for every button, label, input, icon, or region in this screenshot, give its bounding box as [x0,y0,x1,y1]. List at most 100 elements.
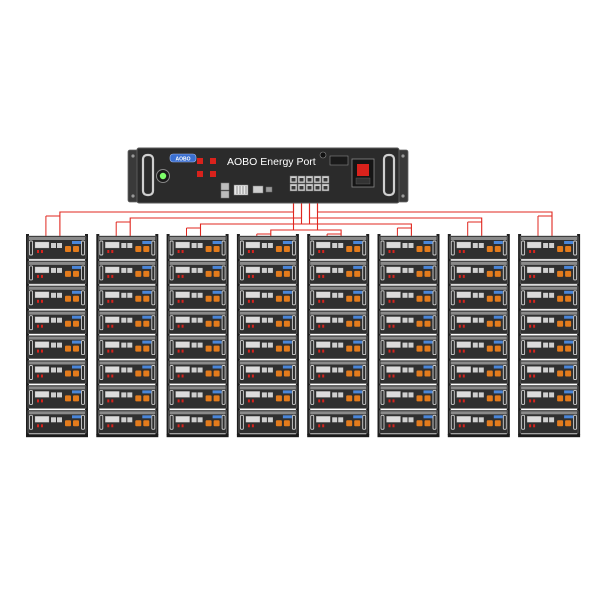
module-rj45-icon[interactable] [543,243,549,248]
negative-terminal-icon[interactable] [354,320,361,327]
module-rj45-icon[interactable] [332,267,338,273]
negative-terminal-icon[interactable] [494,246,501,252]
positive-terminal-icon[interactable] [135,246,142,252]
module-rj45-icon[interactable] [402,392,408,398]
module-rj45-icon[interactable] [57,367,62,373]
positive-terminal-icon[interactable] [557,370,564,377]
module-rj45-icon[interactable] [261,392,267,398]
module-rj45-icon[interactable] [332,292,338,298]
module-rj45-icon[interactable] [408,367,414,373]
module-rj45-icon[interactable] [127,367,133,373]
negative-terminal-icon[interactable] [354,246,361,252]
module-rj45-icon[interactable] [197,417,203,423]
negative-terminal-icon[interactable] [213,395,220,402]
module-rj45-icon[interactable] [51,367,56,373]
module-rj45-icon[interactable] [121,342,127,348]
positive-terminal-icon[interactable] [416,295,423,302]
module-rj45-icon[interactable] [121,317,127,323]
positive-terminal-icon[interactable] [416,420,423,427]
positive-terminal-icon[interactable] [416,246,423,252]
module-rj45-icon[interactable] [332,417,338,423]
module-rj45-icon[interactable] [121,417,127,423]
positive-terminal-icon[interactable] [275,320,282,327]
negative-terminal-icon[interactable] [565,270,572,277]
module-rj45-icon[interactable] [332,243,338,248]
module-rj45-icon[interactable] [261,342,267,348]
negative-terminal-icon[interactable] [565,345,572,352]
module-rj45-icon[interactable] [121,243,127,248]
negative-terminal-icon[interactable] [143,395,150,402]
module-rj45-icon[interactable] [57,392,62,398]
module-rj45-icon[interactable] [267,417,273,423]
negative-terminal-icon[interactable] [565,370,572,377]
positive-terminal-icon[interactable] [205,270,212,277]
positive-terminal-icon[interactable] [65,320,71,327]
negative-terminal-icon[interactable] [73,246,79,252]
negative-terminal-icon[interactable] [354,395,361,402]
module-rj45-icon[interactable] [478,243,484,248]
module-rj45-icon[interactable] [543,292,549,298]
positive-terminal-icon[interactable] [275,370,282,377]
module-rj45-icon[interactable] [478,417,484,423]
positive-terminal-icon[interactable] [65,246,71,252]
module-rj45-icon[interactable] [332,392,338,398]
negative-terminal-icon[interactable] [213,246,220,252]
module-rj45-icon[interactable] [51,317,56,323]
module-rj45-icon[interactable] [472,342,478,348]
module-rj45-icon[interactable] [408,342,414,348]
module-rj45-icon[interactable] [402,267,408,273]
rotary-knob-icon[interactable] [319,151,327,159]
module-rj45-icon[interactable] [543,317,549,323]
positive-terminal-icon[interactable] [205,420,212,427]
negative-terminal-icon[interactable] [494,270,501,277]
module-rj45-icon[interactable] [549,342,555,348]
module-rj45-icon[interactable] [332,342,338,348]
module-rj45-icon[interactable] [402,367,408,373]
negative-terminal-icon[interactable] [283,345,290,352]
module-rj45-icon[interactable] [197,292,203,298]
module-rj45-icon[interactable] [543,267,549,273]
positive-terminal-icon[interactable] [557,395,564,402]
negative-terminal-icon[interactable] [283,246,290,252]
module-rj45-icon[interactable] [478,317,484,323]
module-rj45-icon[interactable] [408,392,414,398]
module-rj45-icon[interactable] [261,243,267,248]
usb-port-icon[interactable] [265,186,273,193]
positive-terminal-icon[interactable] [486,370,493,377]
module-rj45-icon[interactable] [267,317,273,323]
module-rj45-icon[interactable] [127,342,133,348]
positive-terminal-icon[interactable] [557,320,564,327]
positive-terminal-icon[interactable] [65,370,71,377]
positive-terminal-icon[interactable] [205,345,212,352]
positive-terminal-icon[interactable] [346,395,353,402]
module-rj45-icon[interactable] [402,292,408,298]
module-rj45-icon[interactable] [191,392,197,398]
module-rj45-icon[interactable] [402,317,408,323]
negative-terminal-icon[interactable] [565,420,572,427]
module-rj45-icon[interactable] [57,292,62,298]
positive-terminal-icon[interactable] [135,320,142,327]
module-rj45-icon[interactable] [57,417,62,423]
negative-terminal-icon[interactable] [424,420,431,427]
module-rj45-icon[interactable] [549,317,555,323]
rj45-port-icon[interactable] [220,190,230,199]
negative-terminal-icon[interactable] [73,320,79,327]
positive-terminal-icon[interactable] [65,295,71,302]
negative-terminal-icon[interactable] [73,395,79,402]
module-rj45-icon[interactable] [549,243,555,248]
module-rj45-icon[interactable] [267,342,273,348]
module-rj45-icon[interactable] [472,317,478,323]
positive-terminal-icon[interactable] [205,246,212,252]
module-rj45-icon[interactable] [57,243,62,248]
positive-terminal-icon[interactable] [416,320,423,327]
negative-terminal-icon[interactable] [73,370,79,377]
positive-terminal-icon[interactable] [275,420,282,427]
negative-terminal-icon[interactable] [213,320,220,327]
module-rj45-icon[interactable] [191,243,197,248]
positive-terminal-icon[interactable] [557,295,564,302]
module-rj45-icon[interactable] [121,392,127,398]
module-rj45-icon[interactable] [191,317,197,323]
negative-terminal-icon[interactable] [143,370,150,377]
positive-terminal-icon[interactable] [346,246,353,252]
positive-terminal-icon[interactable] [557,420,564,427]
